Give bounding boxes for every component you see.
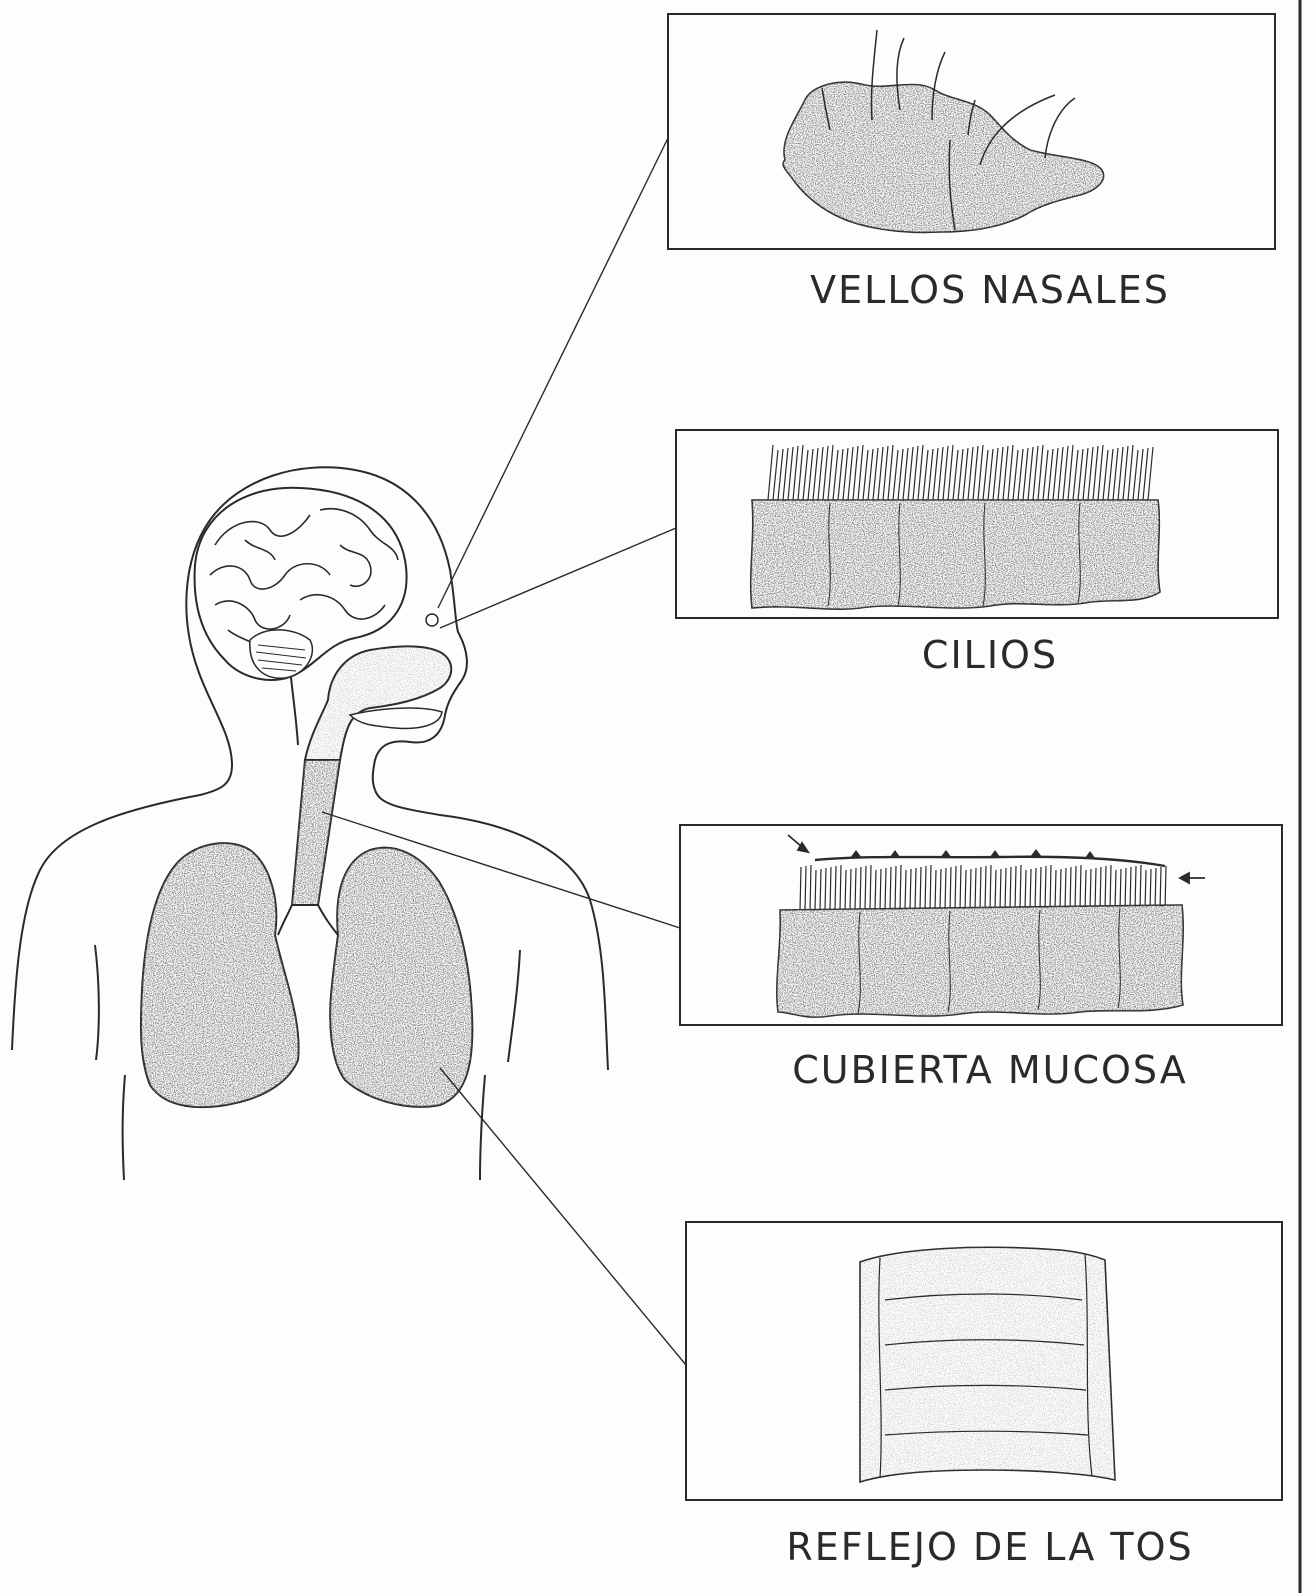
panel-cough-reflex — [686, 1222, 1282, 1500]
torso-left-side — [123, 1075, 125, 1180]
panel-mucous-layer — [680, 825, 1282, 1025]
leader-line-cilia — [440, 528, 676, 628]
caption-cough-reflex: REFLEJO DE LA TOS — [700, 1525, 1280, 1569]
panel-cilia — [676, 430, 1278, 618]
leader-line-nasal — [438, 138, 668, 608]
caption-nasal-hairs: VELLOS NASALES — [700, 268, 1280, 312]
torso-right-side — [480, 1075, 485, 1180]
caption-mucous-covering: CUBIERTA MUCOSA — [700, 1048, 1280, 1092]
spinal-cord — [290, 668, 298, 745]
panel-nasal-hairs — [668, 14, 1275, 249]
arm-left-inner — [95, 945, 99, 1060]
arm-right-inner — [508, 950, 520, 1062]
leader-line-cough — [440, 1068, 686, 1365]
leader-lines — [322, 138, 686, 1365]
caption-cilia: CILIOS — [700, 633, 1280, 677]
